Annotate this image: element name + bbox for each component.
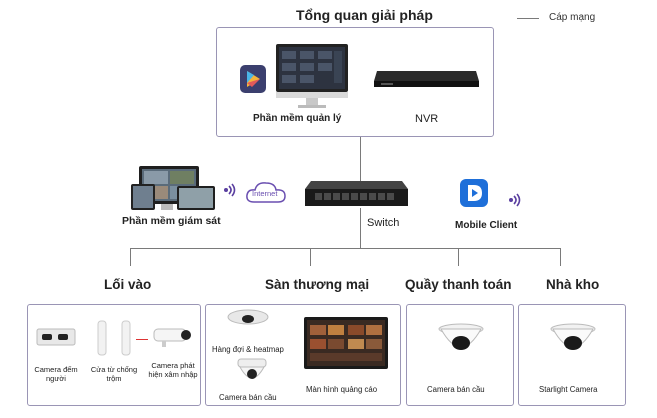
internet-label: Internet <box>252 189 278 198</box>
mobile-client-label: Mobile Client <box>455 220 518 231</box>
item-dome-camera: Camera bán cầu <box>219 393 277 402</box>
top-solution-box: Phần mềm quản lý NVR <box>216 27 494 137</box>
ad-screen-icon <box>304 317 388 369</box>
item-queue-heatmap: Hàng đợi & heatmap <box>212 345 284 354</box>
item-checkout-dome-camera: Camera bán cầu <box>427 385 485 394</box>
starlight-camera-icon <box>549 321 597 361</box>
legend: Cáp mạng <box>517 12 637 26</box>
switch-device-icon <box>305 181 408 208</box>
people-counting-camera-icon <box>36 327 76 349</box>
section-title-floor: Sàn thương mại <box>265 277 370 292</box>
software-logo-icon <box>240 65 266 93</box>
link-line <box>136 339 148 340</box>
line-drop-floor <box>310 248 311 266</box>
line-nvr-switch <box>360 137 361 181</box>
nvr-label: NVR <box>415 113 439 125</box>
monitoring-label: Phần mềm giám sát <box>122 215 221 227</box>
section-box-warehouse: Starlight Camera <box>518 304 626 406</box>
dome-camera-icon <box>236 357 268 387</box>
internet-cloud-icon <box>244 178 288 206</box>
item-people-counting-camera: Camera đếm người <box>34 365 78 383</box>
section-title-checkout: Quầy thanh toán <box>405 277 512 292</box>
mobile-signal-icon <box>508 193 522 207</box>
fisheye-camera-icon <box>226 309 270 329</box>
item-ad-screen: Màn hình quảng cáo <box>306 385 378 394</box>
legend-label: Cáp mạng <box>549 12 596 23</box>
item-starlight-camera: Starlight Camera <box>539 385 598 394</box>
anti-theft-gate-icon <box>94 319 136 357</box>
line-drop-entrance <box>130 248 131 266</box>
monitoring-devices-icon <box>131 164 219 212</box>
section-title-entrance: Lối vào <box>104 277 152 292</box>
nvr-device-icon <box>373 69 480 89</box>
page-title: Tổng quan giải pháp <box>296 7 433 23</box>
legend-line <box>517 18 539 19</box>
section-box-checkout: Camera bán cầu <box>406 304 514 406</box>
wifi-signal-icon <box>223 183 237 197</box>
checkout-dome-camera-icon <box>437 321 485 361</box>
intrusion-camera-icon <box>148 325 192 349</box>
mobile-client-logo-icon <box>460 179 488 207</box>
line-switch-down <box>360 208 361 248</box>
item-anti-theft-gate: Cửa từ chống trộm <box>90 365 138 383</box>
line-drop-warehouse <box>560 248 561 266</box>
line-horizontal-bus <box>130 248 560 249</box>
software-label: Phần mềm quản lý <box>253 113 342 124</box>
section-box-floor: Hàng đợi & heatmap Camera bán cầu Màn hì… <box>205 304 401 406</box>
switch-label: Switch <box>367 217 400 229</box>
monitor-icon <box>274 42 350 110</box>
line-drop-checkout <box>458 248 459 266</box>
section-title-warehouse: Nhà kho <box>546 277 600 292</box>
section-box-entrance: Camera đếm người Cửa từ chống trộm Camer… <box>27 304 201 406</box>
item-intrusion-camera: Camera phát hiện xâm nhập <box>148 361 198 379</box>
